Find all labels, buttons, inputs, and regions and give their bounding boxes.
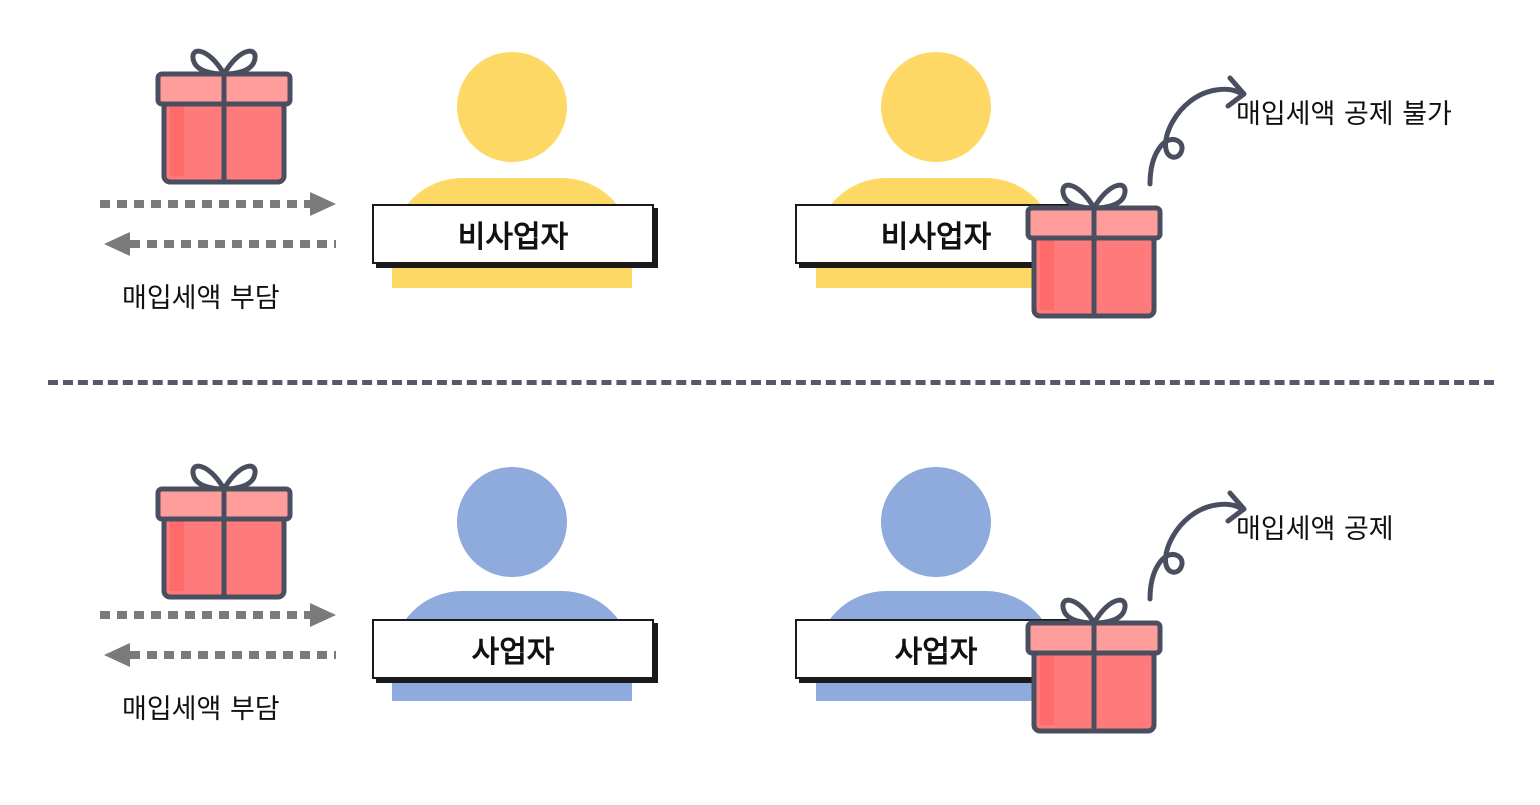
person-label: 비사업자 [372,204,654,264]
gift-icon [158,36,298,186]
section-divider [48,380,1494,385]
person-head [457,52,567,162]
exchange-arrows-icon [100,192,340,262]
person-head [881,467,991,577]
exchange-arrows-icon [100,603,340,673]
person-head [881,52,991,162]
left-caption: 매입세액 부담 [122,694,280,725]
right-caption: 매입세액 공제 불가 [1236,99,1452,130]
person-head [457,467,567,577]
person-label: 사업자 [372,619,654,679]
gift-icon [1028,170,1168,320]
gift-icon [1028,585,1168,735]
non-business-section: 매입세액 부담 비사업자 비사업자 매입세액 공제 불가 [0,0,1540,390]
business-section: 매입세액 부담 사업자 사업자 매입세액 공제 [0,415,1540,805]
right-caption: 매입세액 공제 [1236,514,1394,545]
person-label: 비사업자 [795,204,1077,264]
gift-icon [158,451,298,601]
left-caption: 매입세액 부담 [122,283,280,314]
